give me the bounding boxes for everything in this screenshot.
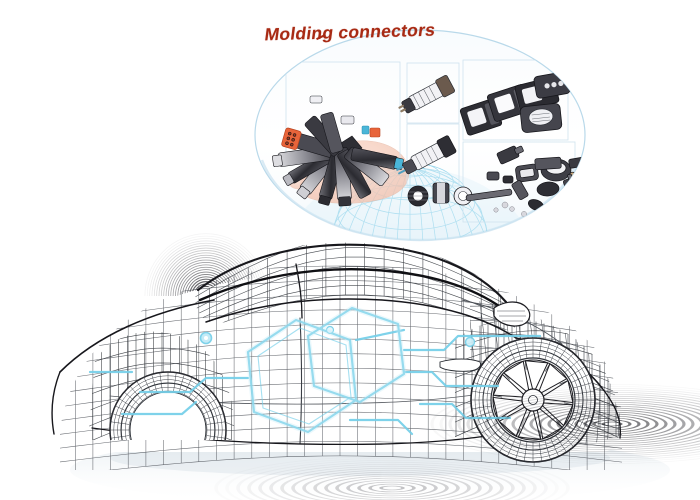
panel-housing-modules bbox=[462, 59, 569, 141]
product-collage-ellipse bbox=[254, 29, 586, 242]
wireframe-sports-car bbox=[51, 242, 622, 470]
ground-reflection-ripple bbox=[247, 461, 537, 500]
roof-glass-mesh bbox=[195, 242, 516, 330]
side-mirror bbox=[493, 301, 531, 327]
panel-cable-gland-upper bbox=[406, 62, 460, 124]
connector-cluster-group bbox=[272, 95, 404, 207]
circuit-trace-overlay bbox=[88, 305, 542, 436]
door-handle bbox=[439, 358, 481, 372]
front-ground-ripple bbox=[448, 388, 700, 460]
housing-modules-group bbox=[459, 71, 571, 136]
front-wheel bbox=[470, 337, 596, 463]
cable-gland-lower bbox=[396, 135, 457, 175]
cable-gland-upper bbox=[398, 75, 455, 114]
